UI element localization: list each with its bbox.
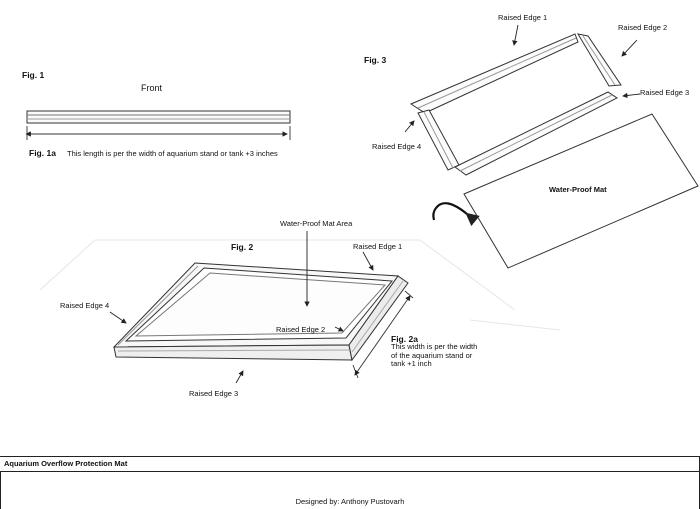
fig2a-note: This width is per the width of the aquar… xyxy=(391,343,477,369)
fig3-raised-edge-1 xyxy=(411,34,578,113)
fig2-assembled-mat xyxy=(114,263,408,360)
fig3-raised-edge-1-label: Raised Edge 1 xyxy=(498,14,547,23)
fig2-raised-edge-1-label: Raised Edge 1 xyxy=(353,243,402,252)
fig3-raised-edge-4 xyxy=(418,110,459,170)
title-block: Aquarium Overflow Protection Mat Designe… xyxy=(0,456,700,509)
title-row: Aquarium Overflow Protection Mat xyxy=(0,457,700,472)
fig3-raised-edge-2-label: Raised Edge 2 xyxy=(618,24,667,33)
fig2a-note-line: tank +1 inch xyxy=(391,360,477,369)
fig1-dimension-line xyxy=(27,126,290,140)
fig2-mat-area-label: Water-Proof Mat Area xyxy=(280,220,352,229)
fig1-edge-side-view xyxy=(27,111,290,123)
fig1-label: Fig. 1 xyxy=(22,70,44,80)
fig2-raised-edge-3-label: Raised Edge 3 xyxy=(189,390,238,399)
designer-credit: Designed by: Anthony Pustovarh xyxy=(0,497,700,506)
fig2-label: Fig. 2 xyxy=(231,242,253,252)
fig3-label: Fig. 3 xyxy=(364,55,386,65)
fig1-front-label: Front xyxy=(141,83,162,93)
fig3-raised-edge-2 xyxy=(578,34,621,86)
fig2-raised-edge-2-label: Raised Edge 2 xyxy=(276,326,325,335)
drawing-title: Aquarium Overflow Protection Mat xyxy=(4,459,127,468)
fig2-raised-edge-4-label: Raised Edge 4 xyxy=(60,302,109,311)
assembly-arrow xyxy=(433,203,467,220)
fig3-raised-edge-4-label: Raised Edge 4 xyxy=(372,143,421,152)
fig3-raised-edge-3-label: Raised Edge 3 xyxy=(640,89,689,98)
fig1a-label: Fig. 1a xyxy=(29,148,56,158)
fig3-water-proof-mat-label: Water-Proof Mat xyxy=(549,186,607,195)
fig1a-note: This length is per the width of aquarium… xyxy=(67,150,278,159)
